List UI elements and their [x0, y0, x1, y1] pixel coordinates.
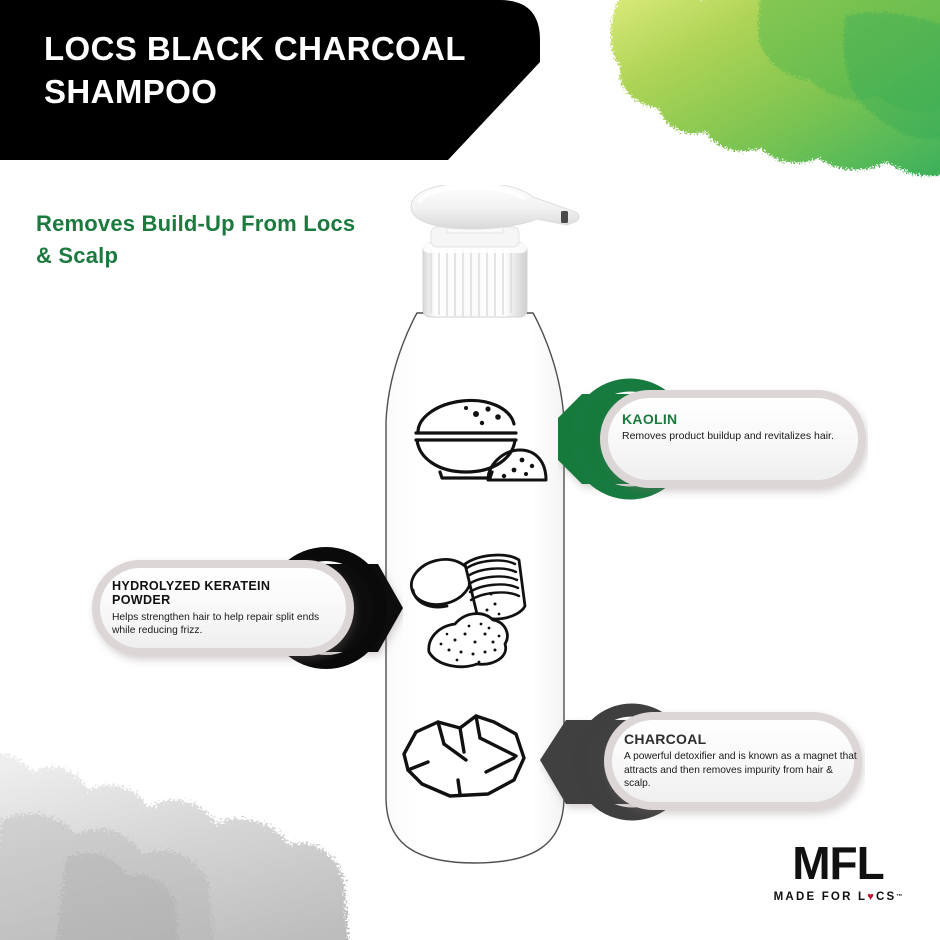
- powder-bowl-icon: [410, 392, 550, 487]
- trademark-symbol: ™: [896, 894, 903, 900]
- gray-smoke-wash: [0, 730, 350, 940]
- spilled-jar-powder-icon: [403, 548, 558, 673]
- callout-keratin-title: HYDROLYZED KERATEIN POWDER: [112, 579, 271, 607]
- logo-tagline-before: MADE FOR L: [773, 891, 868, 903]
- logo-wordmark: MFL: [792, 837, 885, 889]
- callout-kaolin[interactable]: KAOLIN Removes product buildup and revit…: [558, 372, 868, 506]
- callout-keratin[interactable]: HYDROLYZED KERATEIN POWDER Helps strengt…: [88, 540, 403, 676]
- callout-charcoal[interactable]: CHARCOAL A powerful detoxifier and is kn…: [540, 698, 865, 828]
- logo-tagline-after: CS: [875, 891, 897, 903]
- page-title: LOCS BLACK CHARCOAL SHAMPOO: [44, 30, 466, 110]
- heart-icon: ♥: [867, 891, 876, 903]
- green-watercolor-splash: [610, 0, 940, 186]
- callout-kaolin-title: KAOLIN: [622, 411, 678, 427]
- callout-charcoal-title: CHARCOAL: [624, 731, 707, 747]
- callout-kaolin-description: Removes product buildup and revitalizes …: [622, 430, 834, 443]
- callout-charcoal-description: A powerful detoxifier and is known as a …: [624, 751, 857, 790]
- title-banner: LOCS BLACK CHARCOAL SHAMPOO: [0, 0, 570, 160]
- charcoal-chunk-icon: [398, 702, 553, 802]
- callout-keratin-description: Helps strengthen hair to help repair spl…: [112, 611, 320, 637]
- subtitle-text: Removes Build-Up From Locs & Scalp: [36, 211, 356, 268]
